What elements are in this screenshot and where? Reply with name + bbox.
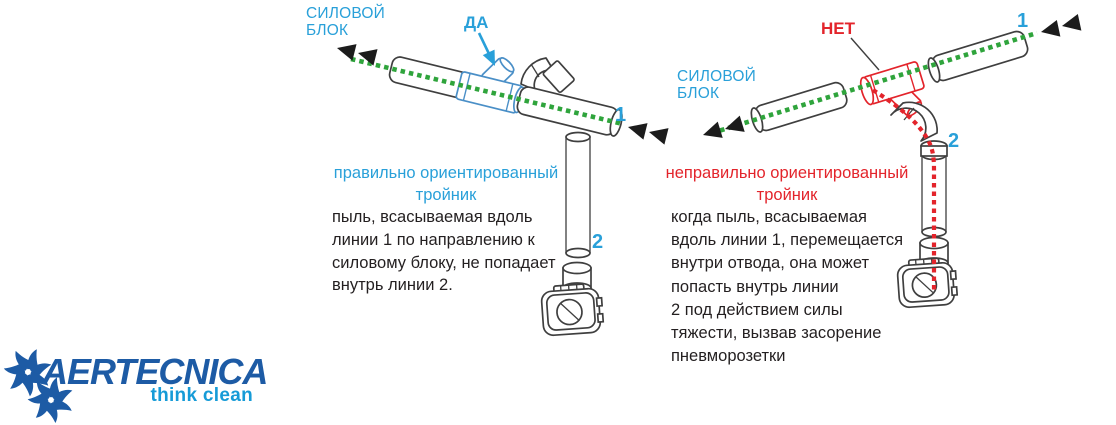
incorrect-description-line: вдоль линии 1, перемещается bbox=[671, 231, 904, 250]
flow-arrow bbox=[1041, 19, 1061, 37]
wall-inlet-right bbox=[896, 257, 959, 309]
line1-label-right: 1 bbox=[1017, 10, 1029, 32]
correct-title-line: тройник bbox=[415, 185, 477, 204]
elbow-fitting-left bbox=[520, 57, 575, 94]
incorrect-title-line: неправильно ориентированный bbox=[665, 164, 909, 182]
flow-arrow bbox=[649, 128, 669, 145]
suction-line-correct bbox=[350, 56, 624, 127]
flow-arrow bbox=[725, 115, 745, 132]
brand-tagline: think clean bbox=[150, 385, 253, 406]
incorrect-description-line: когда пыль, всасываемая bbox=[671, 208, 867, 226]
yes-label: ДА bbox=[464, 13, 489, 32]
correct-description-line: пыль, всасываемая вдоль bbox=[332, 208, 533, 226]
no-leader-line bbox=[850, 37, 880, 71]
incorrect-description-line: попасть внутрь линии bbox=[671, 277, 839, 296]
incorrect-title: неправильно ориентированный тройник bbox=[662, 163, 912, 206]
wall-inlet-left bbox=[540, 283, 605, 337]
no-label: НЕТ bbox=[821, 19, 855, 38]
flow-arrow bbox=[358, 49, 378, 66]
flow-arrow bbox=[337, 44, 357, 61]
incorrect-diagram-art bbox=[703, 13, 1082, 309]
flow-arrow bbox=[1062, 13, 1082, 31]
incorrect-description-line: внутри отвода, она может bbox=[671, 254, 870, 273]
incorrect-title-line: тройник bbox=[756, 185, 818, 204]
vertical-pipe-line2-left bbox=[565, 131, 591, 259]
flow-arrow bbox=[703, 121, 723, 138]
correct-title: правильно ориентированный тройник bbox=[330, 163, 562, 206]
suction-line-incorrect bbox=[711, 30, 1038, 136]
yes-pointer-arrow bbox=[477, 32, 495, 66]
incorrect-description-line: 2 под действием силы bbox=[671, 300, 843, 319]
correct-title-line: правильно ориентированный bbox=[333, 164, 559, 182]
power-unit-label-right: СИЛОВОЙ БЛОК bbox=[677, 68, 756, 103]
line2-label-right: 2 bbox=[948, 130, 960, 152]
brand-name: AERTECNICA bbox=[42, 351, 268, 392]
correct-description-line: внутрь линии 2. bbox=[332, 276, 453, 295]
t-fitting-incorrect bbox=[859, 61, 925, 117]
aertecnica-swirl-icon bbox=[3, 349, 73, 423]
correct-description: пыль, всасываемая вдоль линии 1 по напра… bbox=[332, 206, 556, 297]
pipe-segment-lower-left bbox=[750, 81, 848, 133]
line2-label-left: 2 bbox=[592, 231, 604, 253]
line1-label-left: 1 bbox=[615, 104, 627, 126]
power-unit-label-left: СИЛОВОЙ БЛОК bbox=[306, 5, 385, 40]
flow-arrow bbox=[628, 123, 648, 140]
correct-diagram-art bbox=[337, 32, 669, 337]
incorrect-description: когда пыль, всасываемая вдоль линии 1, п… bbox=[671, 206, 903, 368]
incorrect-description-line: тяжести, вызвав засорение bbox=[671, 324, 882, 343]
pipe-segment-upper-right bbox=[927, 30, 1029, 83]
incorrect-description-line: пневморозетки bbox=[671, 347, 786, 366]
correct-description-line: линии 1 по направлению к bbox=[332, 230, 535, 249]
correct-description-line: силовому блоку, не попадает bbox=[332, 253, 556, 272]
